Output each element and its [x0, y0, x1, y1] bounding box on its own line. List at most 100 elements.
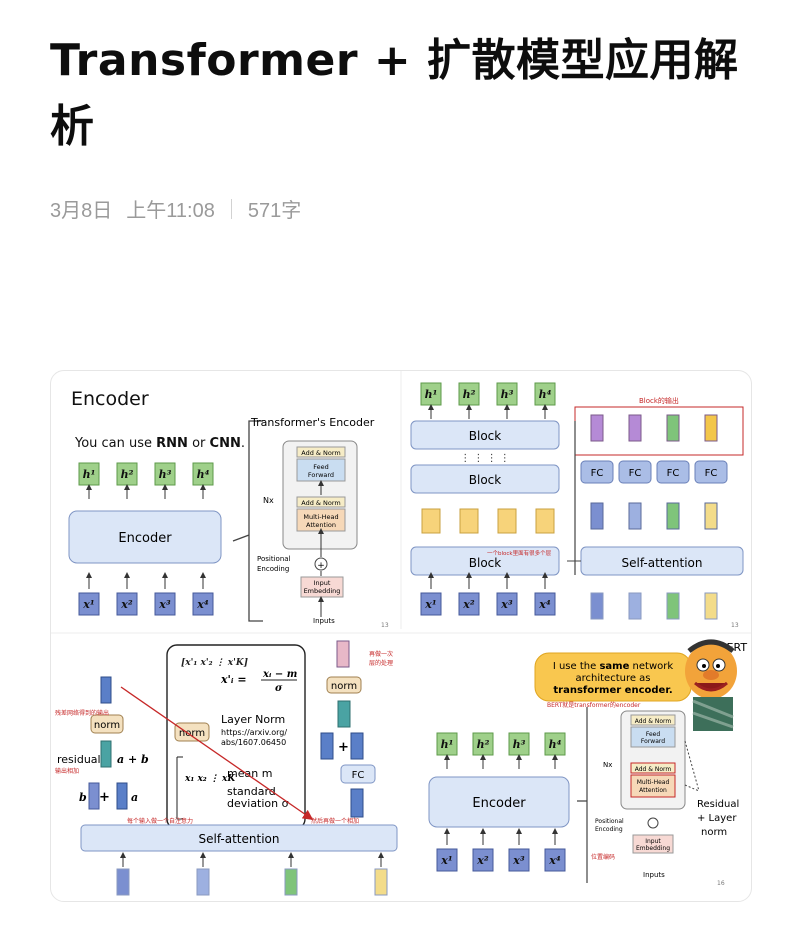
norm-box-left [90, 714, 124, 734]
bert-feed: Feed [646, 731, 661, 738]
fc-input-vector-4 [704, 502, 718, 530]
te-forward-label: Forward [308, 471, 334, 479]
residual-label: residual [57, 753, 101, 766]
tl-x-box-3 [154, 592, 176, 616]
bert-text-4: transformer encoder. [553, 685, 672, 696]
te-positional: Positional [257, 555, 291, 563]
residual-norm-3: norm [701, 827, 727, 838]
self-att-output-vector [350, 788, 364, 818]
bert-text-3: architecture as [575, 673, 650, 684]
fc-bottom-label: FC [352, 770, 365, 781]
tr-x-label-4: x⁴ [538, 598, 551, 611]
tl-x-label-3: x³ [158, 598, 171, 611]
a-vector [116, 782, 128, 810]
tl-x-box-4 [192, 592, 214, 616]
te-feed-label: Feed [313, 463, 329, 471]
tl-x-label-1: x¹ [82, 598, 94, 611]
transformer-encoder-figure: Encoder You can use RNN or CNN. h¹ h² h³ h⁴… [51, 371, 751, 896]
tl-h-label-4: h⁴ [197, 468, 210, 481]
encoder-bottom-label: Encoder [472, 796, 526, 811]
encoder-box-bottom [428, 776, 570, 828]
block-output-vector-4 [535, 508, 555, 534]
tr-x-box-1 [420, 592, 442, 616]
ln-url-1: https://arxiv.org/ [221, 728, 287, 737]
fc-box-2 [618, 460, 652, 484]
tr-h-label-2: h² [463, 388, 476, 401]
bert-multi: Multi-Head [637, 779, 670, 786]
te-add-norm-1 [296, 446, 346, 458]
block-2-label: Block [469, 473, 502, 487]
bert-text-1: I use the same network [553, 661, 674, 672]
block-output-vector-3 [497, 508, 517, 534]
te-encoding: Encoding [257, 565, 289, 573]
positional-circle [314, 557, 328, 571]
br-x-box-1 [436, 848, 458, 872]
article-image[interactable]: Encoder You can use RNN or CNN. h¹ h² h³ h⁴… [50, 370, 752, 902]
br-x-box-2 [472, 848, 494, 872]
red-note-1: 残差网络得到的输出 [55, 709, 109, 717]
block-1 [410, 420, 560, 450]
bert-forward: Forward [641, 738, 665, 745]
red-note-4: 层的处理 [369, 659, 393, 667]
article-time: 上午11:08 [126, 200, 215, 222]
std-label-2: deviation σ [227, 797, 289, 810]
br-x-label-2: x² [476, 854, 489, 867]
positional-plus: + [317, 561, 325, 571]
page-number-1: 13 [381, 622, 389, 629]
bottom-input-vector-4 [374, 868, 388, 896]
norm-box-panel [174, 722, 210, 742]
fc-out-vector-2 [350, 732, 364, 760]
block-3 [410, 546, 560, 576]
tl-x-label-4: x⁴ [196, 598, 209, 611]
tr-x-label-3: x³ [500, 598, 513, 611]
bert-add-norm-1: Add & Norm [635, 718, 672, 725]
br-h-label-2: h² [477, 738, 490, 751]
br-h-label-1: h¹ [441, 738, 454, 751]
bert-input: Input [645, 838, 661, 845]
ln-vector-top: [x'₁ x'₂ ⋮ x'K] [181, 658, 248, 668]
tr-x-box-4 [534, 592, 556, 616]
article-date: 3月8日 [50, 200, 113, 222]
fc-label-1: FC [591, 468, 604, 479]
tr-x-label-1: x¹ [424, 598, 436, 611]
fc-input-vector-3 [666, 502, 680, 530]
sa-input-vector-3 [666, 592, 680, 620]
tr-h-label-3: h³ [501, 388, 514, 401]
tr-h-label-1: h¹ [425, 388, 438, 401]
bert-attention: Attention [639, 787, 667, 794]
tl-x-box-1 [78, 592, 100, 616]
fc-input-vector-2 [628, 502, 642, 530]
tl-h-label-2: h² [121, 468, 134, 481]
rnn-cnn-note: You can use RNN or CNN. [74, 436, 245, 451]
red-note-8: 位置编码 [591, 853, 615, 861]
fc-box-4 [694, 460, 728, 484]
residual-norm-1: Residual [697, 799, 739, 810]
fc-output-vector-3 [666, 414, 680, 442]
bert-nx: Nx [603, 761, 612, 769]
ln-formula-lhs: x'ᵢ = [220, 673, 247, 686]
fc-input-vector-1 [590, 502, 604, 530]
encoder-box-label: Encoder [118, 531, 172, 546]
residual-output-vector [100, 676, 112, 704]
tr-x-label-2: x² [462, 598, 475, 611]
tl-x-box-2 [116, 592, 138, 616]
br-x-label-3: x³ [512, 854, 525, 867]
bottom-input-vector-2 [196, 868, 210, 896]
fc-output-vector [337, 700, 351, 728]
fc-label-2: FC [629, 468, 642, 479]
a-plus-b: a + b [117, 753, 149, 766]
fc-label-4: FC [705, 468, 718, 479]
norm-box-right [326, 676, 362, 694]
fc-box-1 [580, 460, 614, 484]
mean-label: mean m [227, 767, 272, 780]
page-number-2: 13 [731, 622, 739, 629]
bert-character [685, 639, 737, 731]
sa-input-vector-2 [628, 592, 642, 620]
block-output-vector-2 [459, 508, 479, 534]
red-note-7: BERT就是transformer的encoder [547, 701, 641, 709]
tl-x-label-2: x² [120, 598, 133, 611]
block-1-label: Block [469, 429, 502, 443]
page-number-3: 16 [717, 880, 725, 887]
self-attention-box-bottom [80, 824, 398, 852]
output-vector [336, 640, 350, 668]
